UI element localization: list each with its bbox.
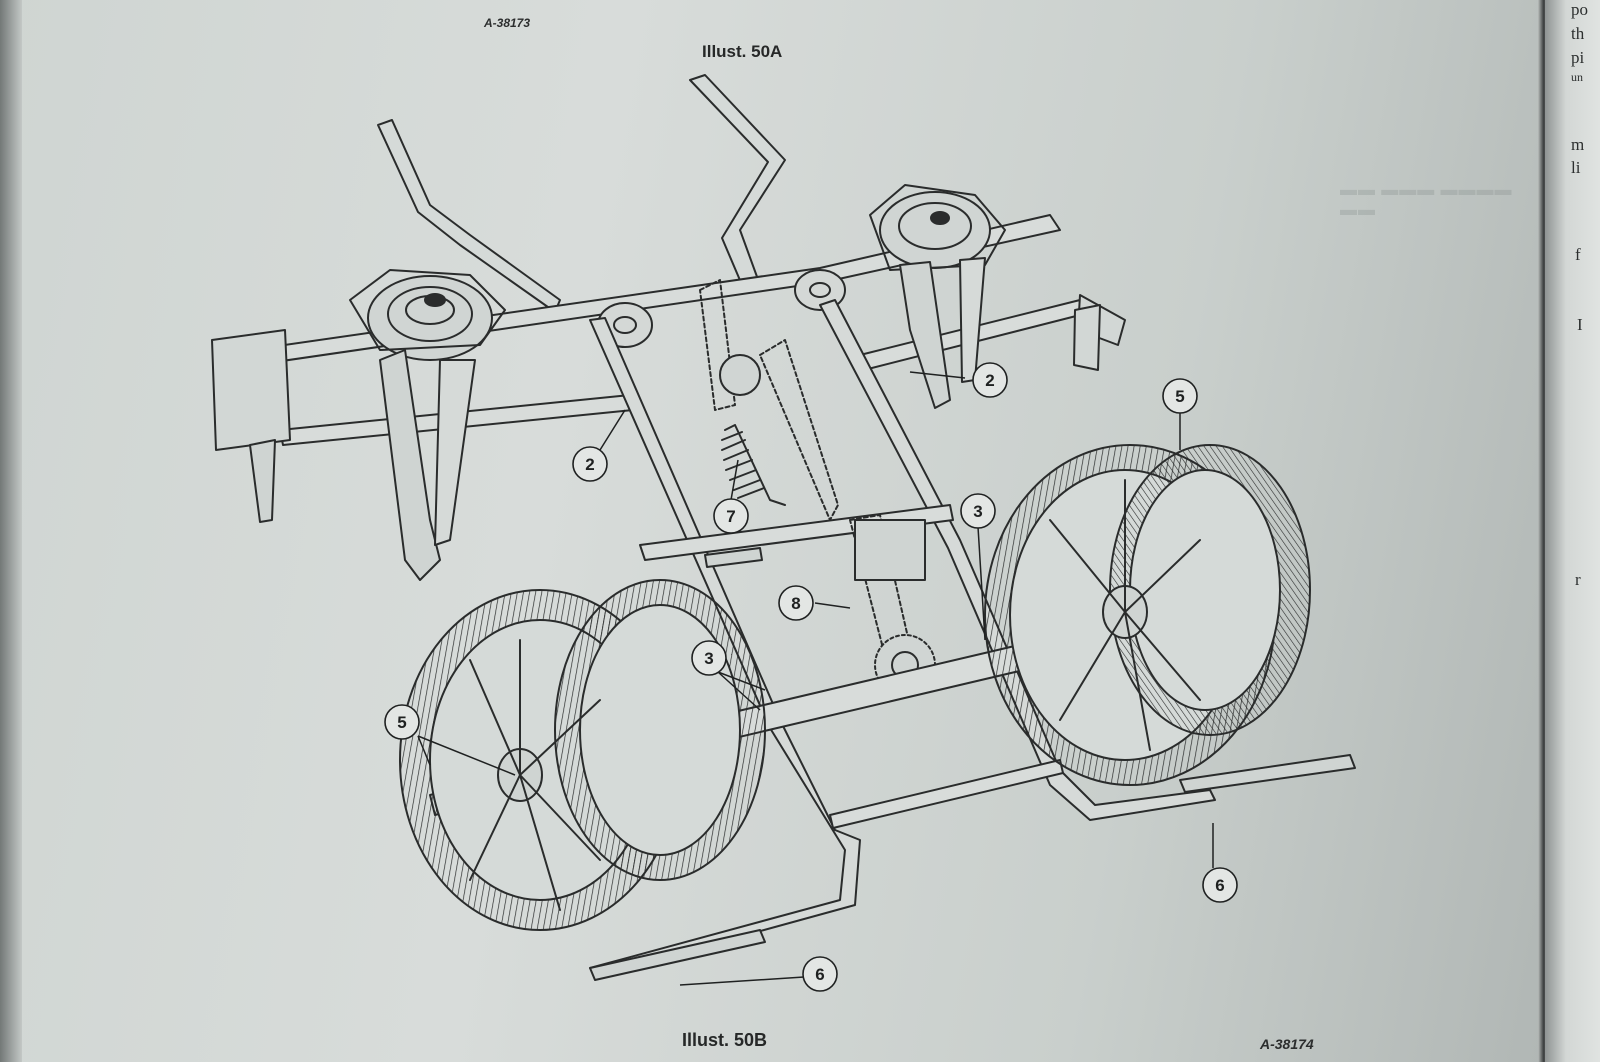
illustration-caption-bottom: Illust. 50B	[682, 1030, 768, 1050]
callout-label: 5	[1175, 387, 1184, 406]
callout-3-right: 3	[960, 493, 996, 529]
facing-page-fragment: po	[1571, 0, 1588, 19]
tension-spring	[721, 424, 786, 506]
callout-3-left: 3	[691, 640, 727, 676]
facing-page: po th pi un m li f I r	[1545, 0, 1600, 1062]
scraper-bar-right	[1179, 754, 1356, 793]
left-drive-wheel	[399, 579, 766, 931]
frame-cross-mid	[704, 547, 763, 568]
facing-page-fragment: pi	[1571, 48, 1585, 67]
right-handle	[689, 74, 786, 293]
facing-page-fragment: th	[1571, 24, 1585, 43]
callout-6-left: 6	[802, 956, 838, 992]
plate-number-bottom: A-38174	[1260, 1036, 1314, 1052]
callout-label: 6	[1215, 876, 1224, 895]
frame-cross-lower	[829, 759, 1064, 829]
scraper-bar-left	[589, 929, 766, 981]
drive-chain-upper	[759, 339, 839, 521]
callout-5-right: 5	[1162, 378, 1198, 414]
facing-page-fragment: m	[1571, 135, 1585, 154]
left-handle	[377, 119, 561, 313]
callout-label: 3	[704, 649, 713, 668]
callout-label: 7	[726, 507, 735, 526]
callout-5-left: 5	[384, 704, 420, 740]
callout-2-left: 2	[572, 446, 608, 482]
callout-2-right: 2	[972, 362, 1008, 398]
callout-label: 3	[973, 502, 982, 521]
plate-number-top: A-38173	[484, 16, 531, 30]
callout-7: 7	[713, 498, 749, 534]
callout-8: 8	[778, 585, 814, 621]
gearbox	[854, 519, 926, 581]
facing-page-fragment: li	[1571, 158, 1581, 177]
callout-label: 2	[985, 371, 994, 390]
frame-cross-upper	[639, 504, 954, 561]
callout-label: 6	[815, 965, 824, 984]
callouts: 2 2 5 3 7 8 3 5 6 6	[384, 362, 1238, 992]
book-gutter	[1538, 0, 1548, 1062]
page-edge-left	[0, 0, 22, 1062]
left-furrow-opener	[379, 349, 441, 581]
facing-page-fragment: r	[1575, 570, 1581, 589]
callout-label: 2	[585, 455, 594, 474]
facing-page-fragment: f	[1575, 245, 1581, 264]
callout-6-right: 6	[1202, 867, 1238, 903]
right-drive-wheel	[984, 444, 1311, 786]
illustration-caption-top: Illust. 50A	[702, 42, 783, 61]
right-furrow-opener	[899, 261, 951, 409]
facing-page-fragment: I	[1577, 315, 1583, 334]
callout-label: 8	[791, 594, 800, 613]
callout-label: 5	[397, 713, 406, 732]
leader-lines	[417, 371, 1214, 986]
facing-page-fragment: un	[1571, 70, 1583, 84]
